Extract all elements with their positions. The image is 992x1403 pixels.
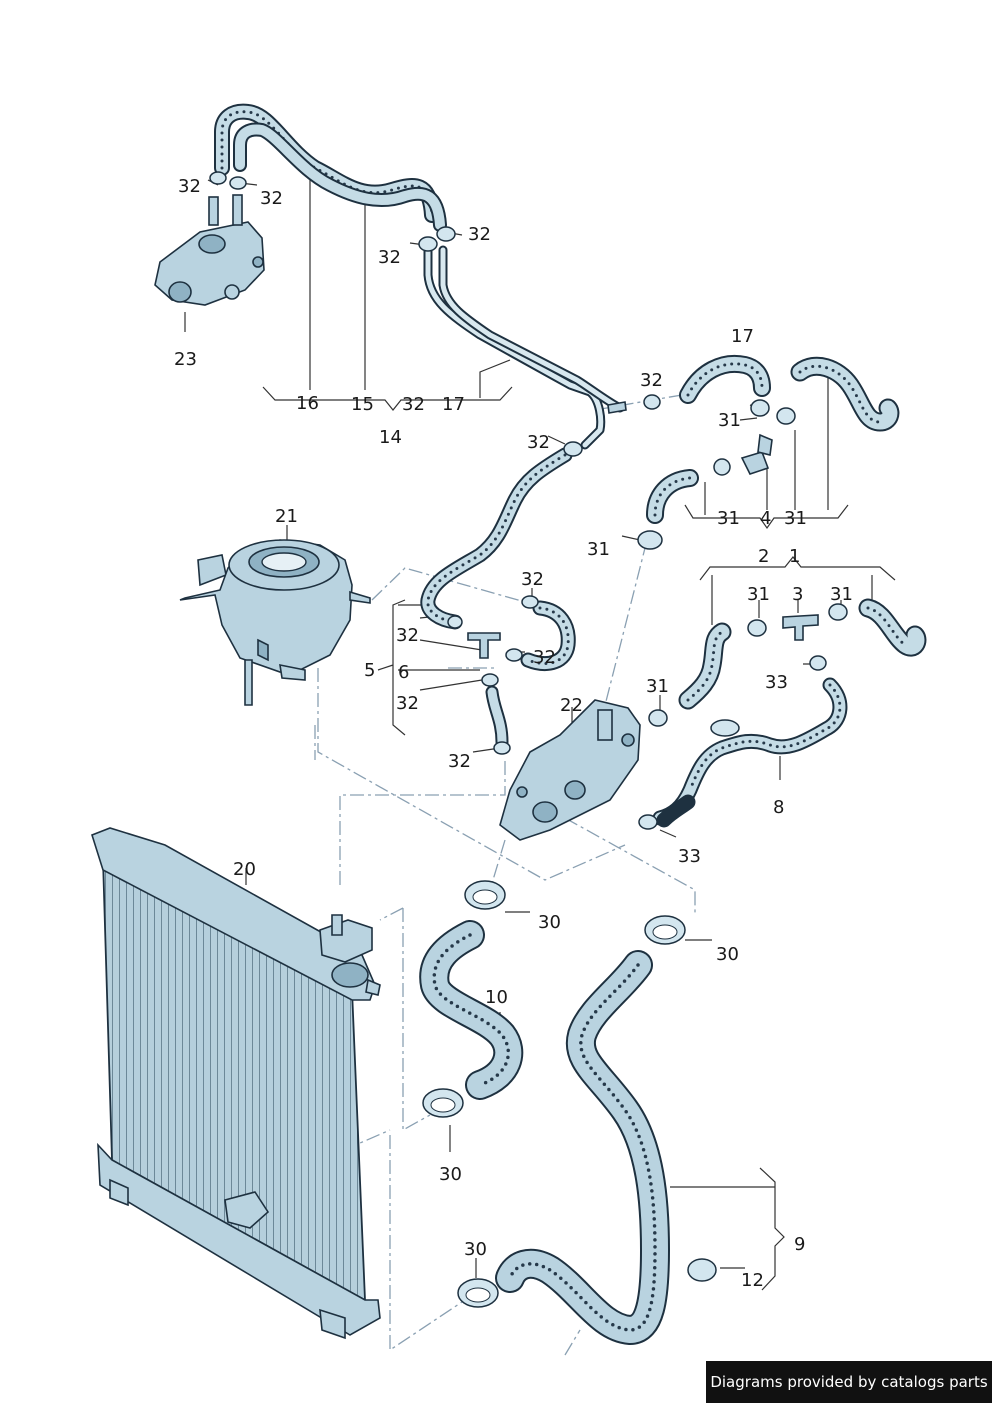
thermostat-22 xyxy=(499,699,641,841)
hose-15-16 xyxy=(214,103,447,232)
hose-10 xyxy=(419,920,524,1100)
radiator-20 xyxy=(91,827,381,1340)
label-16: 16 xyxy=(296,393,319,414)
hose-8 xyxy=(652,677,848,826)
clamp-30-b xyxy=(644,915,686,945)
label-32: 32 xyxy=(178,176,201,197)
label-30: 30 xyxy=(716,944,739,965)
clamp-30-d xyxy=(457,1278,499,1308)
label-32: 32 xyxy=(396,625,419,646)
label-23: 23 xyxy=(174,349,197,370)
label-32: 32 xyxy=(640,370,663,391)
hose-17-right xyxy=(679,354,771,404)
label-31: 31 xyxy=(646,676,669,697)
label-17: 17 xyxy=(731,326,754,347)
label-30: 30 xyxy=(538,912,561,933)
label-31: 31 xyxy=(784,508,807,529)
label-12: 12 xyxy=(741,1270,764,1291)
clamp-30-a xyxy=(464,880,506,910)
clamp-30-c xyxy=(422,1088,464,1118)
label-32: 32 xyxy=(527,432,550,453)
label-30: 30 xyxy=(439,1164,462,1185)
footer-credit: Diagrams provided by catalogs parts xyxy=(706,1361,992,1403)
label-33: 33 xyxy=(678,846,701,867)
connectors xyxy=(467,401,819,659)
label-10: 10 xyxy=(485,987,508,1008)
label-21: 21 xyxy=(275,506,298,527)
label-3: 3 xyxy=(792,584,803,605)
label-15: 15 xyxy=(351,394,374,415)
label-20: 20 xyxy=(233,859,256,880)
label-5: 5 xyxy=(364,660,375,681)
label-22: 22 xyxy=(560,695,583,716)
label-8: 8 xyxy=(773,797,784,818)
label-31: 31 xyxy=(587,539,610,560)
hose-1 xyxy=(858,598,927,657)
label-31: 31 xyxy=(717,508,740,529)
label-2: 2 xyxy=(758,546,769,567)
label-6: 6 xyxy=(398,662,409,683)
hose-9 xyxy=(495,950,670,1345)
label-4: 4 xyxy=(760,508,771,529)
label-32: 32 xyxy=(448,751,471,772)
hose-31-mid xyxy=(646,469,699,524)
label-32: 32 xyxy=(396,693,419,714)
label-33: 33 xyxy=(765,672,788,693)
hose-group xyxy=(214,103,927,1345)
label-31: 31 xyxy=(830,584,853,605)
hose-33 xyxy=(656,794,696,828)
pump-23 xyxy=(154,194,265,306)
label-32: 32 xyxy=(402,394,425,415)
label-9: 9 xyxy=(794,1234,805,1255)
label-31: 31 xyxy=(718,410,741,431)
hose-31-right xyxy=(790,356,900,432)
label-31: 31 xyxy=(747,584,770,605)
label-17: 17 xyxy=(442,394,465,415)
hose-32-long xyxy=(420,447,573,630)
label-14: 14 xyxy=(379,427,402,448)
expansion-tank-21 xyxy=(179,539,371,706)
label-32: 32 xyxy=(468,224,491,245)
clamp-12 xyxy=(687,1258,717,1282)
label-32: 32 xyxy=(521,569,544,590)
part-labels: 32 32 32 32 23 16 15 32 17 14 17 32 31 3… xyxy=(174,176,853,1291)
hose-5 xyxy=(485,600,576,749)
label-32: 32 xyxy=(260,188,283,209)
label-32: 32 xyxy=(533,647,556,668)
label-32: 32 xyxy=(378,247,401,268)
clamps xyxy=(209,171,848,1308)
label-1: 1 xyxy=(789,546,800,567)
hose-2 xyxy=(678,622,732,710)
label-30: 30 xyxy=(464,1239,487,1260)
pipe-17 xyxy=(423,245,625,450)
